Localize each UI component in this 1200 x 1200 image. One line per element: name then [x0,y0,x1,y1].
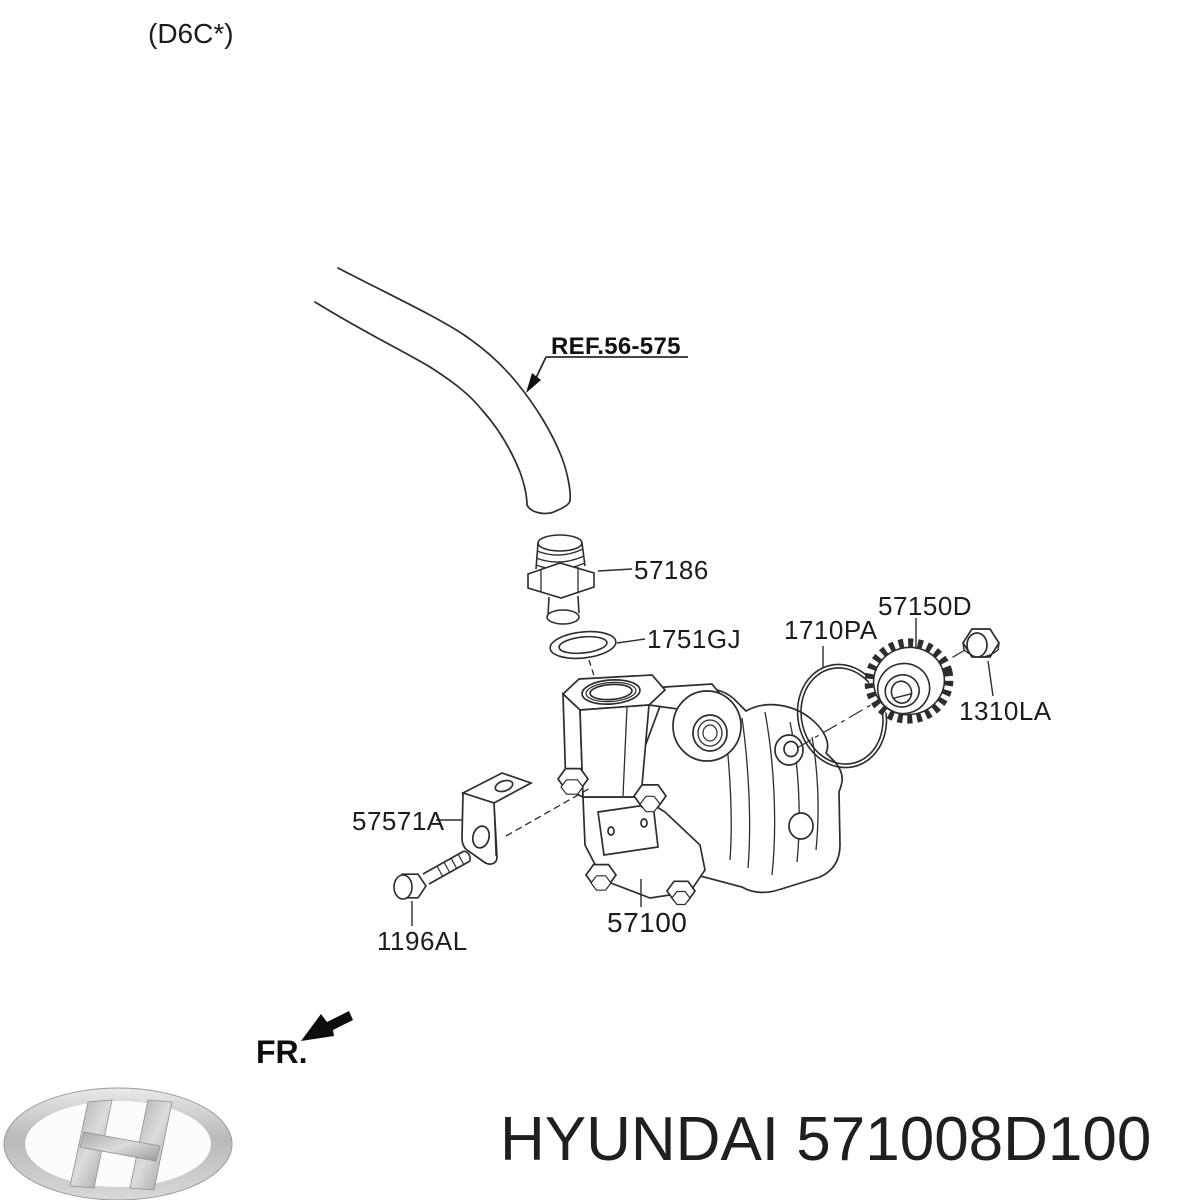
brand-name: HYUNDAI [500,1105,780,1174]
front-direction-label: FR. [256,1034,308,1070]
ref-callout-leader [526,356,688,393]
hyundai-logo [3,1087,233,1200]
bracket-drawing [460,772,534,865]
front-direction-arrow-icon [301,1011,353,1041]
part-label-pump-assembly: 57100 [607,907,688,938]
footer-part-number: HYUNDAI 571008D100 [500,1104,1151,1175]
engine-code-label: (D6C*) [148,18,234,49]
ref-arrowhead-icon [526,373,541,393]
fitting-drawing [527,534,595,625]
ref-callout-label: REF.56-575 [551,333,681,360]
hose-drawing [314,267,572,515]
leader-lines [411,568,994,926]
part-label-bracket: 57571A [352,806,445,836]
part-number: 571008D100 [796,1105,1152,1174]
gear-drawing [864,638,954,724]
bracket-axis-dashed-line [505,786,593,837]
washer-drawing [549,630,617,660]
part-label-fitting: 57186 [634,555,709,585]
part-label-drive-gear: 57150D [878,591,973,621]
part-label-gear-nut: 1310LA [959,696,1052,726]
part-label-o-ring: 1710PA [784,615,878,645]
bolt-drawing [393,850,471,900]
pump-body-drawing [556,674,843,906]
part-label-sealing-washer: 1751GJ [647,624,742,654]
nut-drawing [961,628,1001,658]
part-label-bracket-bolt: 1196AL [377,926,468,956]
